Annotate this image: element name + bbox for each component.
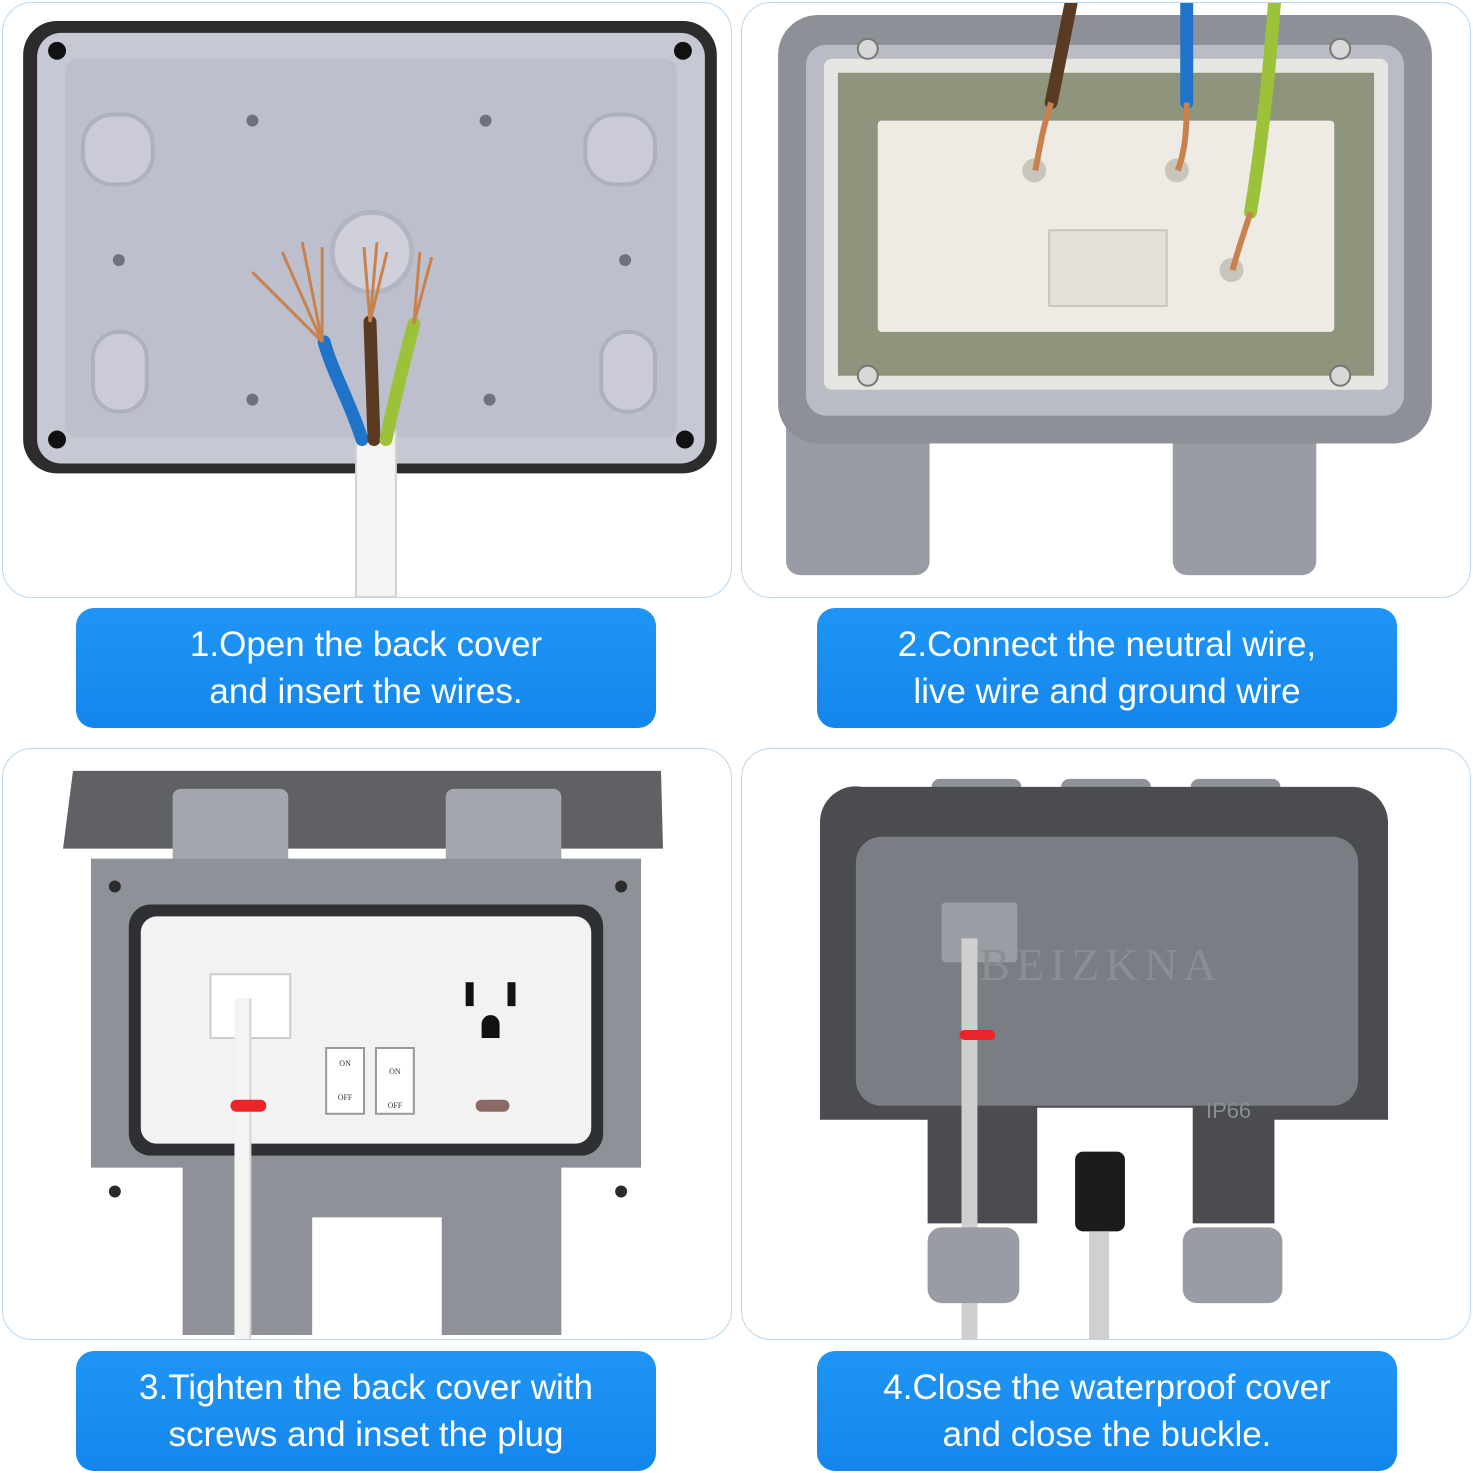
step-3-caption-line-1: 3.Tighten the back cover with (139, 1368, 593, 1407)
step-4-caption-line-1: 4.Close the waterproof cover (883, 1368, 1331, 1407)
step-3-photo-panel: ON OFF ON OFF (2, 748, 732, 1340)
step-2-photo-panel (741, 2, 1471, 598)
step-3-caption-line-2: screws and inset the plug (168, 1415, 564, 1454)
step-1-caption-line-2: and insert the wires. (209, 672, 523, 711)
switch-1-off-label: OFF (338, 1093, 353, 1102)
switch-1-on-label: ON (339, 1059, 351, 1068)
step-4-caption-line-2: and close the buckle. (942, 1415, 1272, 1454)
step-3-caption: 3.Tighten the back cover with screws and… (76, 1351, 656, 1471)
step-2-caption-line-1: 2.Connect the neutral wire, (897, 625, 1317, 664)
step-4-photo-panel: BEIZKNA IP66 (741, 748, 1471, 1340)
closed-socket-illustration: BEIZKNA IP66 (819, 778, 1389, 1339)
open-socket-illustration: ON OFF ON OFF (63, 770, 663, 1339)
step-4-caption: 4.Close the waterproof cover and close t… (817, 1351, 1397, 1471)
ip-rating-mark: IP66 (1206, 1098, 1251, 1123)
step-2-caption-line-2: live wire and ground wire (913, 672, 1301, 711)
step-1-photo-panel (2, 2, 732, 598)
step-1-caption: 1.Open the back cover and insert the wir… (76, 608, 656, 728)
switch-2-on-label: ON (389, 1067, 401, 1076)
brand-mark: BEIZKNA (980, 939, 1223, 990)
switch-2-off-label: OFF (388, 1101, 403, 1110)
step-1-caption-line-1: 1.Open the back cover (189, 625, 543, 664)
socket-wiring-illustration (778, 3, 1432, 576)
open-back-box-illustration (23, 20, 717, 597)
step-2-caption: 2.Connect the neutral wire, live wire an… (817, 608, 1397, 728)
